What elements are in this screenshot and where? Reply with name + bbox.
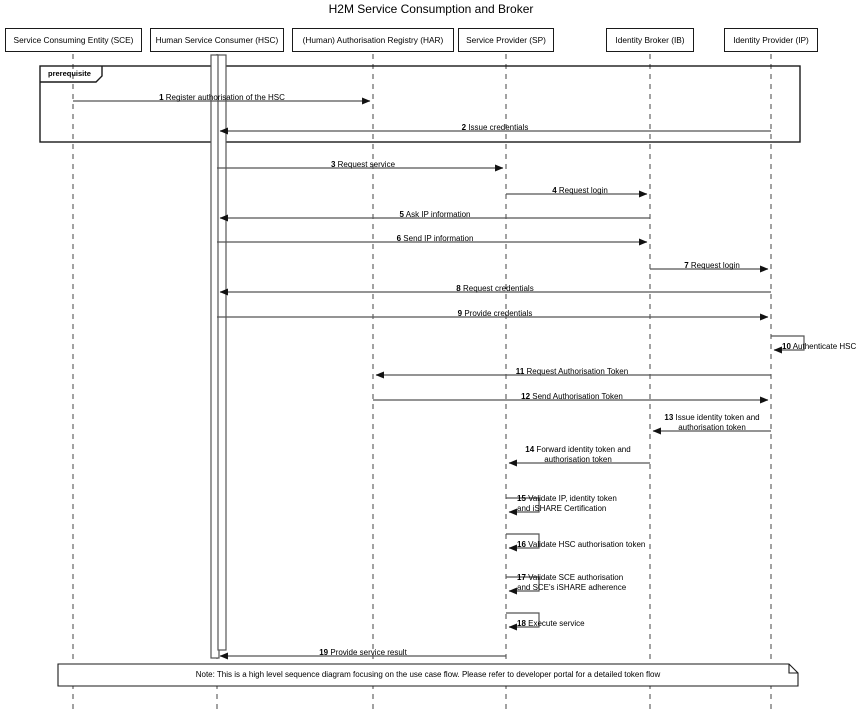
participant-sp[interactable]: Service Provider (SP) bbox=[458, 28, 554, 52]
message-number: 11 bbox=[515, 367, 525, 376]
message-label-7: 7 Request login bbox=[684, 261, 740, 272]
participant-label: Human Service Consumer (HSC) bbox=[155, 35, 279, 45]
message-label-line: 19 Provide service result bbox=[319, 648, 407, 657]
fragment-border bbox=[39, 65, 801, 143]
message-number: 13 bbox=[664, 412, 674, 422]
message-label-line: 2 Issue credentials bbox=[461, 123, 529, 132]
message-label-3: 3 Request service bbox=[331, 160, 395, 171]
participant-label: (Human) Authorisation Registry (HAR) bbox=[302, 35, 444, 45]
message-number: 16 bbox=[517, 540, 526, 549]
message-number: 8 bbox=[456, 284, 461, 293]
fragment-label: prerequisite bbox=[48, 69, 91, 78]
message-label-12: 12 Send Authorisation Token bbox=[521, 392, 623, 403]
self-message-16 bbox=[506, 533, 540, 552]
message-label-line: and SCE's iSHARE adherence bbox=[517, 583, 627, 592]
message-label-10: 10 Authenticate HSC bbox=[782, 342, 856, 353]
message-number: 15 bbox=[517, 493, 526, 503]
message-label-1: 1 Register authorisation of the HSC bbox=[159, 93, 285, 104]
message-label-line: 16 Validate HSC authorisation token bbox=[517, 540, 646, 549]
message-label-line: 7 Request login bbox=[684, 261, 740, 270]
note-group bbox=[57, 663, 799, 687]
message-label-line: 5 Ask IP information bbox=[399, 210, 471, 219]
activation-bar-hsc-1 bbox=[217, 54, 227, 651]
message-label-line: 4 Request login bbox=[552, 186, 608, 195]
message-label-19: 19 Provide service result bbox=[319, 648, 407, 659]
message-label-5: 5 Ask IP information bbox=[399, 210, 470, 221]
message-number: 3 bbox=[330, 160, 336, 169]
fragment-tab bbox=[40, 66, 103, 83]
note-text: Note: This is a high level sequence diag… bbox=[195, 670, 661, 679]
message-label-line: 10 Authenticate HSC bbox=[782, 342, 857, 351]
message-label-6: 6 Send IP information bbox=[397, 234, 474, 245]
participant-hsc[interactable]: Human Service Consumer (HSC) bbox=[150, 28, 284, 52]
message-number: 1 bbox=[159, 93, 164, 102]
message-label-line: 9 Provide credentials bbox=[457, 309, 533, 318]
self-message-10 bbox=[771, 335, 805, 354]
message-label-9: 9 Provide credentials bbox=[458, 309, 533, 320]
message-number: 14 bbox=[525, 444, 535, 454]
participant-har[interactable]: (Human) Authorisation Registry (HAR) bbox=[292, 28, 454, 52]
message-label-16: 16 Validate HSC authorisation token bbox=[517, 540, 645, 551]
note-border bbox=[57, 663, 799, 687]
message-label-line: authorisation token bbox=[678, 423, 746, 432]
message-label-4: 4 Request login bbox=[552, 186, 608, 197]
lifelines-group bbox=[72, 54, 772, 714]
messages-group bbox=[73, 97, 805, 660]
message-number: 9 bbox=[457, 309, 463, 318]
message-label-line: 11 Request Authorisation Token bbox=[515, 367, 629, 376]
message-label-line: 15 Validate IP, identity token bbox=[517, 493, 617, 503]
message-label-line: 8 Request credentials bbox=[456, 284, 534, 293]
activation-bars-group bbox=[210, 54, 227, 659]
participant-label: Identity Provider (IP) bbox=[733, 35, 809, 45]
self-message-15 bbox=[506, 497, 540, 516]
message-number: 7 bbox=[684, 261, 689, 270]
participant-label: Identity Broker (IB) bbox=[615, 35, 685, 45]
message-label-line: and iSHARE Certification bbox=[517, 504, 607, 513]
message-number: 19 bbox=[319, 648, 329, 657]
message-number: 6 bbox=[396, 234, 402, 243]
message-label-line: 12 Send Authorisation Token bbox=[521, 392, 623, 401]
fragment-group bbox=[39, 65, 801, 143]
self-message-17 bbox=[506, 576, 540, 595]
note-fold-icon bbox=[788, 664, 798, 674]
message-label-8: 8 Request credentials bbox=[456, 284, 533, 295]
message-label-line: 6 Send IP information bbox=[396, 234, 474, 243]
self-message-18 bbox=[506, 612, 540, 631]
message-label-line: authorisation token bbox=[544, 455, 612, 464]
message-number: 17 bbox=[517, 572, 526, 582]
message-label-line: 17 Validate SCE authorisation bbox=[517, 572, 624, 582]
message-number: 10 bbox=[782, 342, 791, 351]
message-number: 12 bbox=[521, 392, 531, 401]
participant-ip[interactable]: Identity Provider (IP) bbox=[724, 28, 818, 52]
message-number: 2 bbox=[461, 123, 467, 132]
message-number: 5 bbox=[399, 210, 404, 219]
message-label-18: 18 Execute service bbox=[517, 619, 585, 630]
message-label-11: 11 Request Authorisation Token bbox=[516, 367, 628, 378]
participant-label: Service Consuming Entity (SCE) bbox=[13, 35, 134, 45]
message-label-line: 13 Issue identity token and bbox=[664, 412, 760, 422]
message-label-2: 2 Issue credentials bbox=[462, 123, 529, 134]
message-label-line: 14 Forward identity token and bbox=[525, 444, 631, 454]
message-label-line: 3 Request service bbox=[330, 160, 396, 169]
message-label-line: 1 Register authorisation of the HSC bbox=[159, 93, 285, 102]
message-label-line: 18 Execute service bbox=[517, 619, 585, 628]
page-title: H2M Service Consumption and Broker bbox=[328, 2, 534, 16]
message-number: 18 bbox=[517, 619, 526, 628]
message-number: 4 bbox=[552, 186, 557, 195]
participant-sce[interactable]: Service Consuming Entity (SCE) bbox=[5, 28, 142, 52]
participant-ib[interactable]: Identity Broker (IB) bbox=[606, 28, 694, 52]
participant-label: Service Provider (SP) bbox=[466, 35, 546, 45]
